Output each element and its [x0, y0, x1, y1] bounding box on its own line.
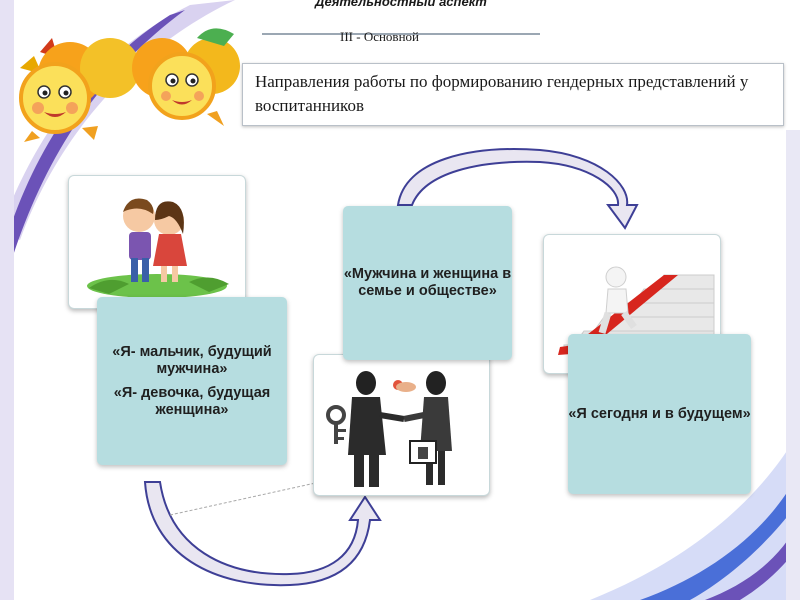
card1-text-box: «Я- мальчик, будущий мужчина» «Я- девочк…: [97, 297, 287, 465]
right-edge-band: [786, 130, 800, 600]
card2-text: «Мужчина и женщина в семье и обществе»: [343, 266, 512, 299]
card3-text: «Я сегодня и в будущем»: [568, 405, 751, 422]
handshake-illustration: [326, 371, 452, 487]
bottom-right-ribbon-dark: [640, 470, 800, 600]
bottom-right-ribbon-purple: [705, 520, 800, 600]
card1-line1: «Я- мальчик, будущий мужчина»: [112, 343, 272, 377]
boy-girl-illustration: [87, 198, 229, 298]
card2-text-box: «Мужчина и женщина в семье и обществе»: [343, 206, 512, 360]
bottom-curved-arrow: [143, 481, 382, 587]
card2-image-frame: [313, 354, 490, 496]
aspect-title: Деятельностный аспект: [315, 0, 487, 9]
left-edge-band: [0, 0, 14, 600]
section-label: III - Основной: [340, 29, 419, 44]
top-curved-arrow: [396, 148, 639, 230]
slide-title: Направления работы по формированию генде…: [242, 63, 784, 126]
card1-image-frame: [68, 175, 246, 309]
top-left-ribbon-dark: [0, 10, 185, 265]
card1-line2: «Я- девочка, будущая женщина»: [113, 384, 271, 418]
card3-text-box: «Я сегодня и в будущем»: [568, 334, 751, 494]
orange-mascots-image: [19, 28, 240, 142]
